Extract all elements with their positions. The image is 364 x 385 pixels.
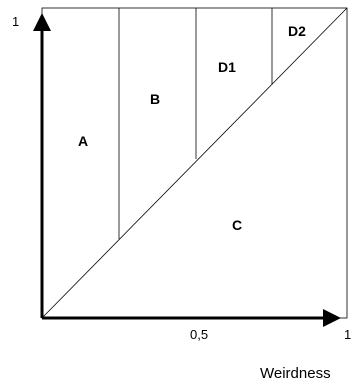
- y-axis-max-label: 1: [12, 14, 19, 29]
- region-label-c: C: [232, 217, 242, 233]
- x-axis-mid-label: 0,5: [190, 327, 208, 342]
- x-axis-title: Weirdness: [260, 365, 331, 382]
- region-label-d2: D2: [288, 23, 306, 39]
- diagonal-line: [41, 7, 348, 319]
- x-axis-max-label: 1: [344, 327, 351, 342]
- region-label-d1: D1: [218, 59, 236, 75]
- region-label-b: B: [150, 91, 160, 107]
- region-label-a: A: [78, 133, 88, 149]
